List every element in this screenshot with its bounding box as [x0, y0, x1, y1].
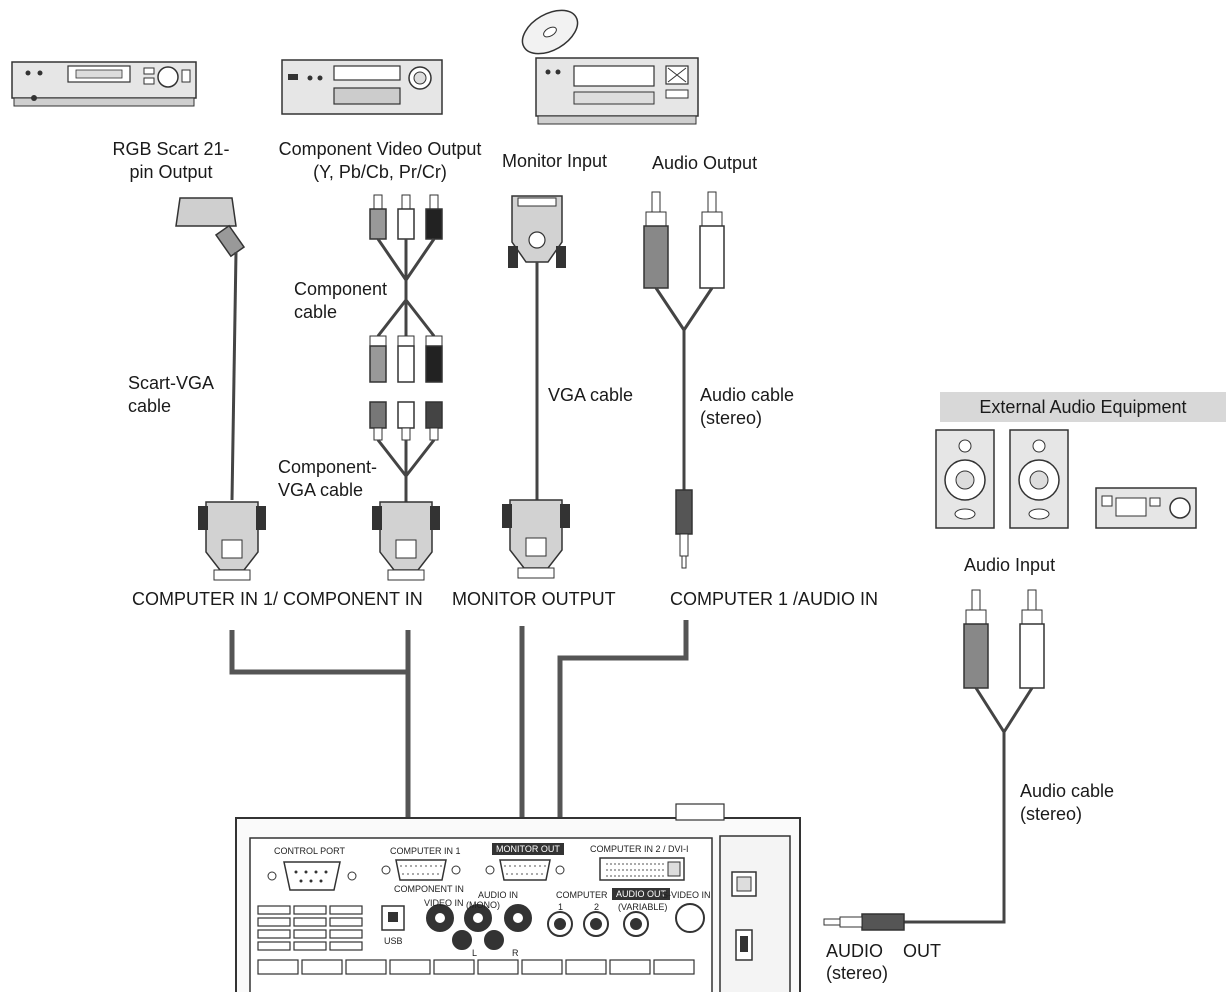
jack-row[interactable]	[426, 903, 705, 950]
audio-input-label: Audio Input	[964, 555, 1056, 575]
audio-output-label: Audio Output	[652, 153, 758, 173]
audio-cable-2	[823, 589, 1045, 931]
computer-device-icon	[521, 9, 699, 125]
vent-grille	[257, 905, 695, 975]
port-1-panel-label: 1	[558, 902, 564, 912]
component-output-label-line1: Component Video Output	[278, 139, 482, 159]
control-port-panel-label: CONTROL PORT	[274, 846, 346, 856]
port-l-panel-label: L	[472, 948, 478, 958]
monitor-input-label: Monitor Input	[502, 151, 608, 171]
s-video-in-jack	[675, 903, 705, 933]
port-2-panel-label: 2	[594, 902, 600, 912]
component-output-label-line2: (Y, Pb/Cb, Pr/Cr)	[313, 162, 447, 182]
computer-in-2-panel-label: COMPUTER IN 2 / DVI-I	[590, 844, 689, 854]
computer-in-1-connector[interactable]	[381, 859, 461, 881]
control-port-connector[interactable]	[267, 861, 357, 891]
audio-cable-1	[643, 191, 725, 569]
port-r-panel-label: R	[512, 948, 519, 958]
component-cable	[369, 194, 443, 383]
vga-cable	[508, 195, 566, 500]
monitor-out-panel-label: MONITOR OUT	[492, 843, 564, 855]
scart-vga-cable-label: Scart-VGA cable	[128, 373, 215, 416]
mono-panel-label: (MONO)	[466, 900, 500, 910]
lan-port[interactable]	[731, 871, 757, 897]
computer-audio-in-label: COMPUTER 1 /AUDIO IN	[670, 589, 879, 609]
vga-plug-scart-end	[198, 501, 266, 581]
video-in-panel-label: VIDEO IN	[424, 898, 464, 908]
audio-cable-1-label: Audio cable (stereo)	[700, 385, 795, 428]
scart-vga-cable	[175, 197, 246, 501]
component-cable-label: Component cable	[294, 279, 388, 322]
amplifier-icon	[1095, 487, 1197, 529]
audio-out-panel-label: AUDIO OUT	[612, 888, 671, 900]
monitor-output-label: MONITOR OUTPUT	[452, 589, 616, 609]
external-audio-equipment-title: External Audio Equipment	[940, 392, 1226, 422]
vga-plug-monitor-end	[502, 499, 570, 579]
vga-plug-component-end	[372, 501, 440, 581]
computer-in-2-dvi-connector[interactable]	[599, 857, 685, 881]
vcr-device-icon	[11, 61, 197, 107]
computer-panel-label: COMPUTER	[556, 890, 608, 900]
dvd-player-device-icon	[281, 59, 443, 115]
scart-output-label: RGB Scart 21- pin Output	[112, 139, 230, 182]
usb-side-port[interactable]	[735, 929, 753, 961]
component-in-panel-label: COMPONENT IN	[394, 884, 464, 894]
speaker-right-icon	[1009, 429, 1069, 529]
computer-in-component-label: COMPUTER IN 1/ COMPONENT IN	[132, 589, 423, 609]
variable-panel-label: (VARIABLE)	[618, 902, 668, 912]
audio-cable-2-label: Audio cable (stereo)	[1020, 781, 1115, 824]
usb-panel-label: USB	[384, 936, 403, 946]
audio-out-label-line1: AUDIO OUT	[826, 941, 942, 961]
vga-cable-label: VGA cable	[548, 385, 634, 405]
audio-in-panel-label: AUDIO IN	[478, 890, 519, 900]
component-vga-cable	[369, 401, 443, 502]
component-vga-cable-label: Component- VGA cable	[278, 457, 378, 500]
audio-out-label-line2: (stereo)	[826, 963, 889, 983]
speaker-left-icon	[935, 429, 995, 529]
audio-l-jack	[452, 930, 472, 950]
audio-r-jack	[484, 930, 504, 950]
computer-in-1-panel-label: COMPUTER IN 1	[390, 846, 461, 856]
s-video-in-panel-label: S-VIDEO IN	[662, 890, 711, 900]
usb-port[interactable]	[381, 905, 405, 931]
monitor-out-connector[interactable]	[485, 859, 565, 881]
